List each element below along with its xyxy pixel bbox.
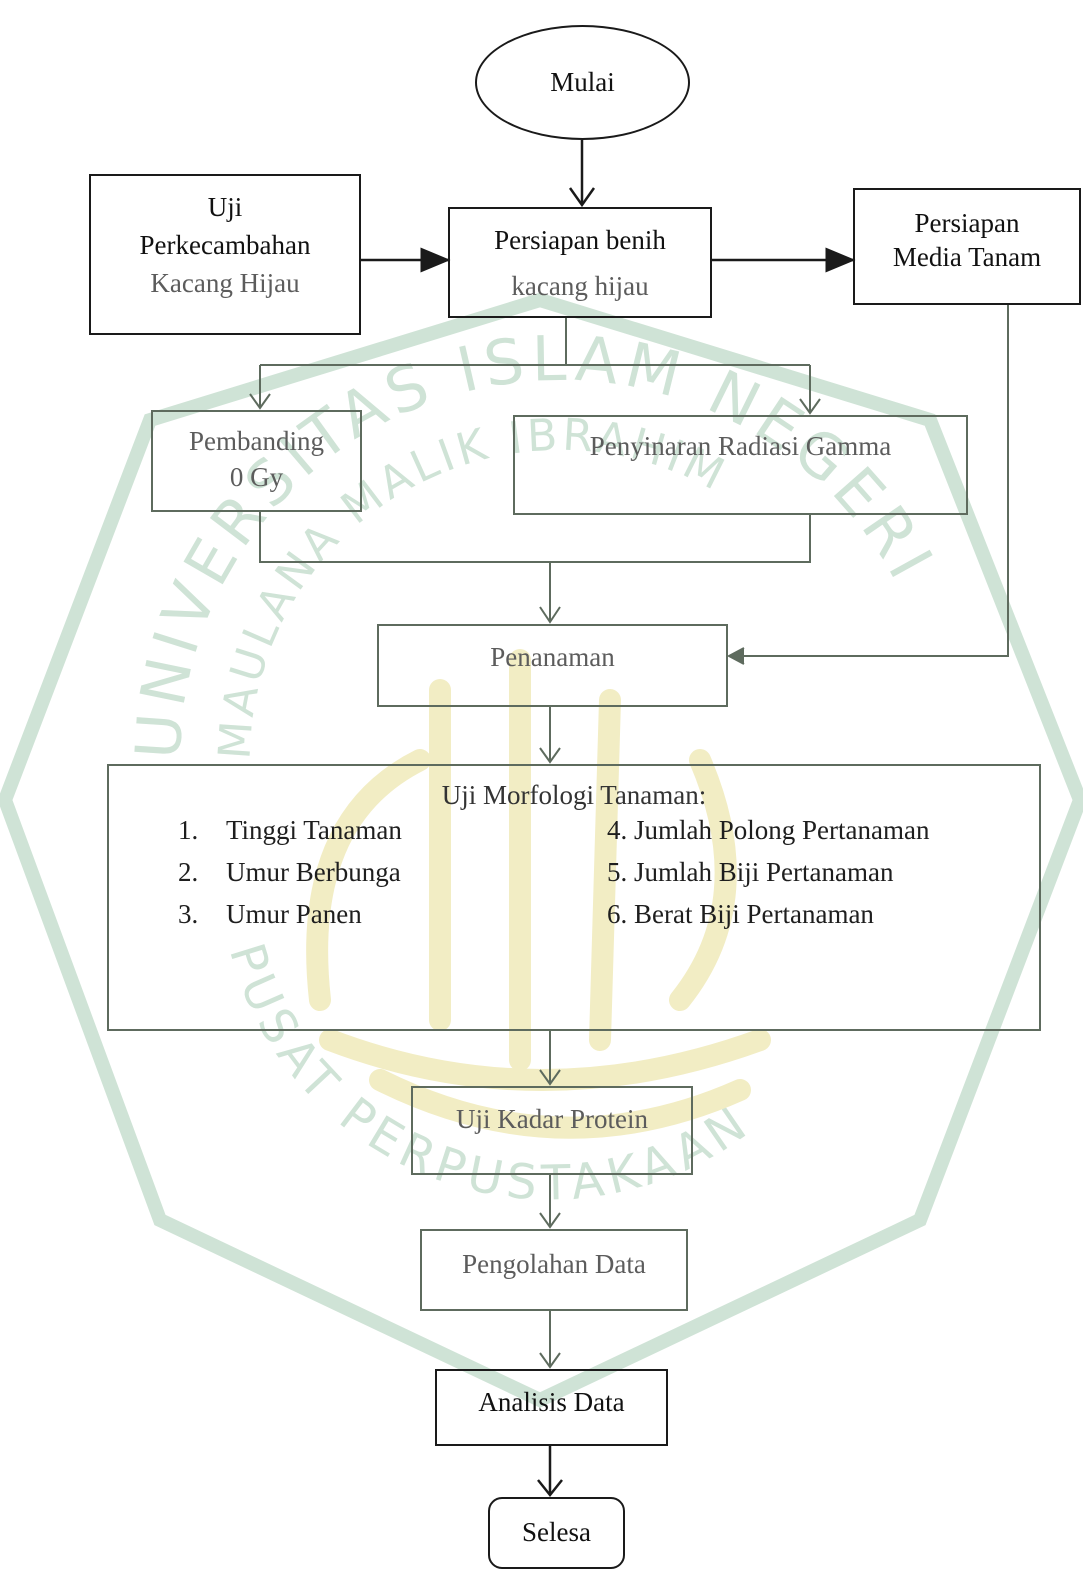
morphology-item-5: 5. Jumlah Biji Pertanaman bbox=[607, 857, 894, 887]
item-label: Umur Panen bbox=[226, 899, 362, 929]
germination-test-line2: Perkecambahan bbox=[139, 230, 311, 260]
item-number: 1. bbox=[178, 815, 199, 845]
media-prep-box: Persiapan Media Tanam bbox=[853, 188, 1081, 305]
item-label: Umur Berbunga bbox=[226, 857, 401, 887]
start-terminal: Mulai bbox=[475, 25, 690, 140]
planting-box: Penanaman bbox=[377, 624, 728, 707]
media-prep-line2: Media Tanam bbox=[892, 242, 1042, 272]
germination-test-line3: Kacang Hijau bbox=[150, 268, 300, 298]
end-label: Selesa bbox=[522, 1517, 591, 1547]
planting-label: Penanaman bbox=[490, 642, 615, 672]
morphology-item-2: 2. Umur Berbunga bbox=[178, 855, 401, 889]
seed-prep-box: Persiapan benih kacang hijau bbox=[448, 207, 712, 318]
data-analysis-box: Analisis Data bbox=[435, 1369, 668, 1446]
end-terminal: Selesa bbox=[488, 1497, 625, 1569]
morphology-item-3: 3. Umur Panen bbox=[178, 897, 362, 931]
morphology-item-6: 6. Berat Biji Pertanaman bbox=[607, 899, 874, 929]
morphology-item-1: 1. Tinggi Tanaman bbox=[178, 813, 402, 847]
control-box: Pembanding 0 Gy bbox=[151, 410, 362, 512]
item-number: 2. bbox=[178, 857, 199, 887]
morphology-item-4: 4. Jumlah Polong Pertanaman bbox=[607, 815, 930, 845]
gamma-irradiation-label: Penyinaran Radiasi Gamma bbox=[589, 431, 892, 461]
gamma-irradiation-box: Penyinaran Radiasi Gamma bbox=[513, 415, 968, 515]
item-label: Tinggi Tanaman bbox=[226, 815, 402, 845]
protein-test-box: Uji Kadar Protein bbox=[411, 1086, 693, 1175]
control-line2: 0 Gy bbox=[229, 462, 284, 492]
control-line1: Pembanding bbox=[189, 426, 324, 456]
morphology-test-box: Uji Morfologi Tanaman: bbox=[107, 764, 1041, 1031]
calligraphy-emblem bbox=[306, 649, 771, 1139]
seed-prep-line1: Persiapan benih bbox=[494, 225, 666, 255]
germination-test-line1: Uji bbox=[207, 192, 243, 222]
item-number: 3. bbox=[178, 899, 199, 929]
data-processing-box: Pengolahan Data bbox=[420, 1229, 688, 1311]
germination-test-box: Uji Perkecambahan Kacang Hijau bbox=[89, 174, 361, 335]
data-processing-label: Pengolahan Data bbox=[462, 1249, 646, 1279]
morphology-title: Uji Morfologi Tanaman: bbox=[441, 780, 707, 810]
media-prep-line1: Persiapan bbox=[914, 208, 1020, 238]
start-label: Mulai bbox=[550, 67, 615, 97]
data-analysis-label: Analisis Data bbox=[478, 1387, 625, 1417]
seed-prep-line2: kacang hijau bbox=[511, 271, 649, 301]
protein-test-label: Uji Kadar Protein bbox=[456, 1104, 648, 1134]
